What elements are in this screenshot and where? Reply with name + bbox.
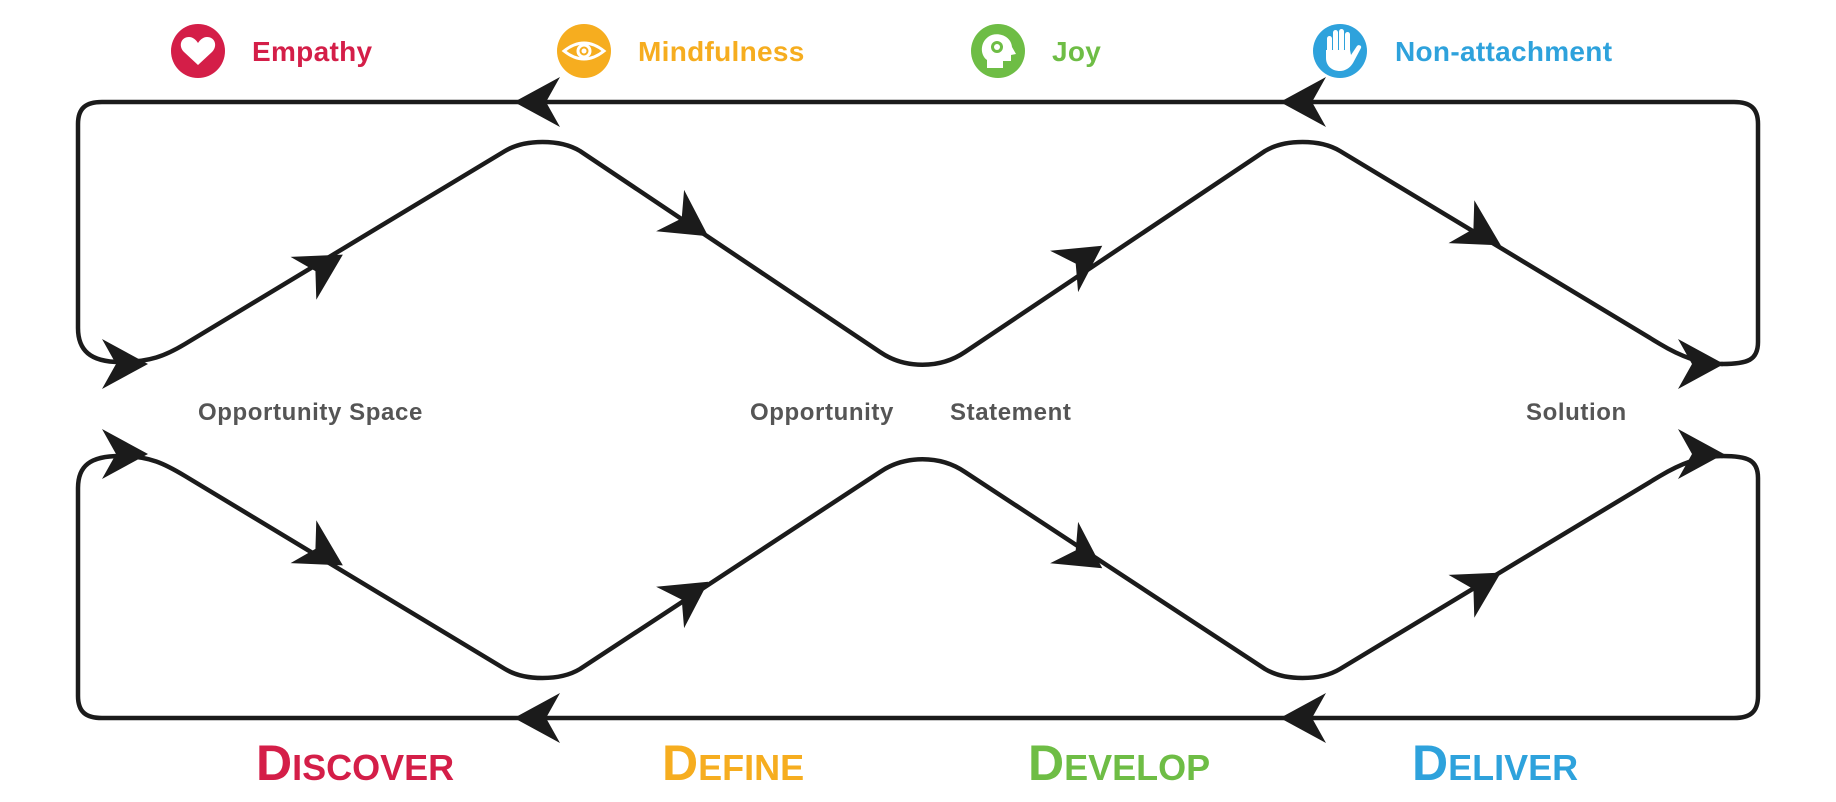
lower-return-path [75, 453, 1761, 721]
arrow-icon [1448, 572, 1501, 618]
phase-define: DEFINE [662, 735, 804, 791]
arrow-icon [1678, 429, 1724, 479]
value-non-attachment: Non-attachment [1313, 24, 1612, 78]
upper-flow-path [117, 139, 1725, 367]
arrow-icon [102, 429, 148, 479]
value-label-joy: Joy [1052, 36, 1101, 67]
label-statement: Statement [950, 399, 1071, 426]
value-label-non-attachment: Non-attachment [1395, 36, 1612, 67]
value-joy: Joy [971, 24, 1101, 78]
arrow-icon [1280, 77, 1326, 127]
arrow-icon [290, 520, 343, 566]
arrow-icon [656, 581, 709, 629]
phase-deliver-rest: ELIVER [1448, 747, 1578, 788]
arrow-icon [514, 77, 560, 127]
lower-flow-path [117, 453, 1725, 681]
phase-develop: DEVELOP [1028, 735, 1210, 791]
head-icon [981, 34, 1016, 68]
arrow-icon [1050, 245, 1103, 293]
arrow-icon [1050, 521, 1103, 569]
phase-develop-rest: EVELOP [1064, 747, 1210, 788]
value-label-empathy: Empathy [252, 36, 372, 67]
label-opportunity-space: Opportunity Space [198, 399, 423, 426]
value-empathy: Empathy [171, 24, 372, 78]
phase-develop-initial: D [1028, 735, 1064, 791]
arrow-icon [102, 339, 148, 389]
phase-deliver-initial: D [1412, 735, 1448, 791]
phase-discover-initial: D [256, 735, 292, 791]
phase-discover: DISCOVER [256, 735, 454, 791]
open-hand-icon [1326, 29, 1362, 71]
arrow-icon [1678, 339, 1724, 389]
phase-deliver: DELIVER [1412, 735, 1578, 791]
label-opportunity: Opportunity [750, 399, 894, 426]
arrowheads [102, 77, 1724, 743]
arrow-icon [1280, 693, 1326, 743]
phase-discover-rest: ISCOVER [292, 747, 454, 788]
eye-icon [561, 41, 607, 61]
label-solution: Solution [1526, 399, 1627, 426]
upper-return-path [75, 99, 1761, 367]
heart-icon [180, 37, 216, 65]
value-mindfulness: Mindfulness [557, 24, 805, 78]
phase-define-initial: D [662, 735, 698, 791]
value-label-mindfulness: Mindfulness [638, 36, 805, 67]
arrow-icon [290, 254, 343, 300]
arrow-icon [656, 189, 709, 237]
arrow-icon [514, 693, 560, 743]
arrow-icon [1448, 200, 1501, 246]
phase-define-rest: EFINE [698, 747, 804, 788]
